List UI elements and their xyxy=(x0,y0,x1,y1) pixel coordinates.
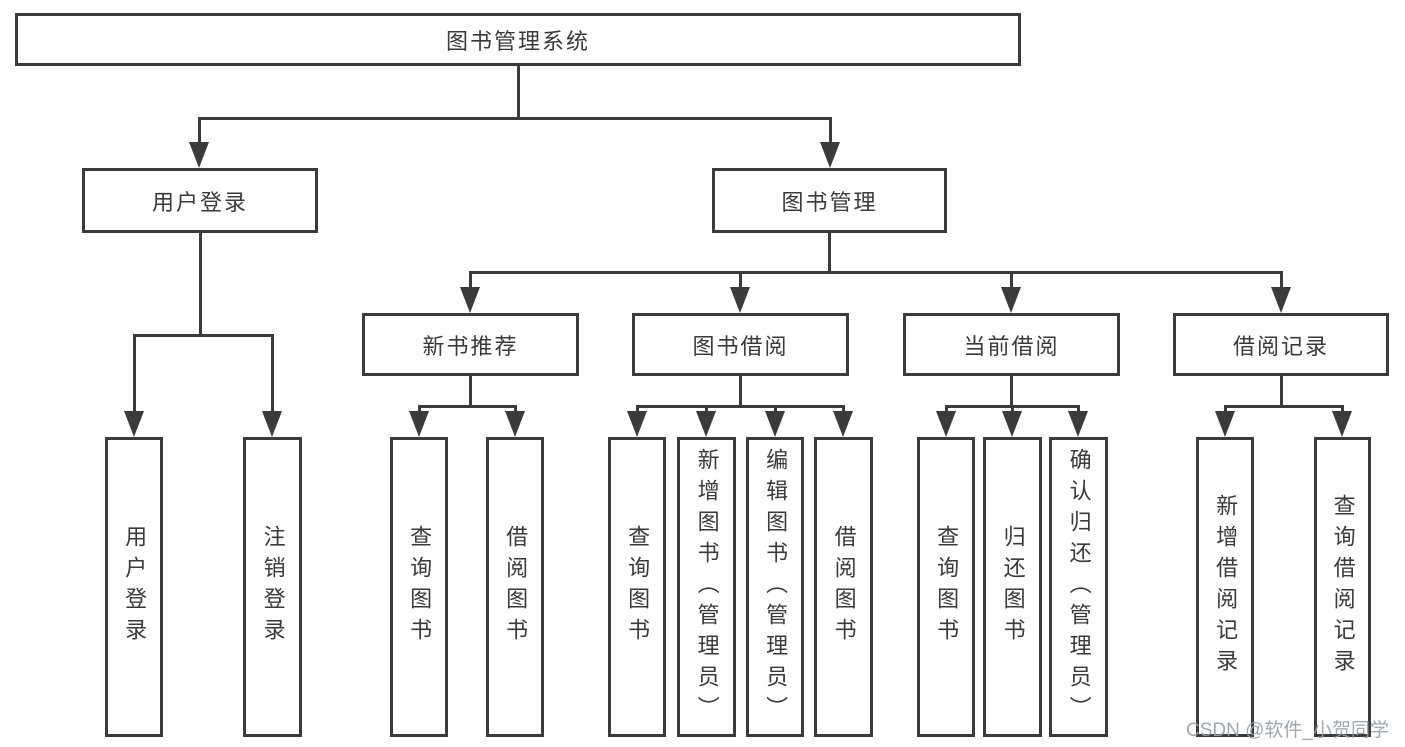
connector-line xyxy=(1280,374,1283,408)
node-label: 当前借阅 xyxy=(963,333,1060,359)
connector-line xyxy=(198,117,832,120)
connector-line xyxy=(774,405,777,413)
leaf-user-login: 用户登录 xyxy=(105,437,163,737)
node-label: 用户登录 xyxy=(151,189,248,215)
connector-line xyxy=(198,117,201,144)
arrow-down-icon xyxy=(1068,411,1088,437)
connector-line xyxy=(1341,405,1344,413)
leaf-return-books: 归还图书 xyxy=(983,437,1042,737)
arrow-down-icon xyxy=(936,411,956,437)
leaf-logout: 注销登录 xyxy=(243,437,302,737)
connector-line xyxy=(828,231,831,273)
node-label: 借阅记录 xyxy=(1232,333,1329,359)
connector-line xyxy=(133,334,274,337)
connector-line xyxy=(636,405,639,413)
connector-line xyxy=(1077,405,1080,413)
leaf-label: 借阅图书 xyxy=(831,525,857,649)
leaf-query-books-current: 查询图书 xyxy=(917,437,975,737)
leaf-label: 查询图书 xyxy=(407,525,433,649)
leaf-label: 新增图书（管理员） xyxy=(694,447,720,727)
node-label: 图书借阅 xyxy=(692,333,789,359)
arrow-down-icon xyxy=(696,411,716,437)
connector-line xyxy=(829,117,832,144)
arrow-down-icon xyxy=(1332,411,1352,437)
connector-line xyxy=(469,374,472,408)
connector-line xyxy=(1280,271,1283,288)
leaf-borrow-books-recommend: 借阅图书 xyxy=(486,437,544,737)
node-book-management: 图书管理 xyxy=(712,168,947,233)
leaf-label: 查询图书 xyxy=(625,525,651,649)
leaf-add-borrow-record: 新增借阅记录 xyxy=(1196,437,1254,737)
connector-line xyxy=(514,405,517,413)
watermark: CSDN @软件_小贺同学 xyxy=(1186,720,1389,741)
leaf-label: 注销登录 xyxy=(260,525,286,649)
arrow-down-icon xyxy=(124,411,144,437)
node-current-borrowing: 当前借阅 xyxy=(903,313,1120,376)
leaf-borrow-books-borrowing: 借阅图书 xyxy=(814,437,873,737)
connector-line xyxy=(739,374,742,408)
connector-line xyxy=(1224,405,1343,408)
leaf-label: 编辑图书（管理员） xyxy=(763,447,789,727)
connector-line xyxy=(636,405,844,408)
connector-line xyxy=(418,405,421,413)
connector-line xyxy=(469,271,472,288)
connector-line xyxy=(705,405,708,413)
leaf-label: 新增借阅记录 xyxy=(1213,494,1239,680)
node-label: 新书推荐 xyxy=(422,333,519,359)
arrow-down-icon xyxy=(189,142,209,168)
leaf-edit-books-admin: 编辑图书（管理员） xyxy=(746,437,804,737)
arrow-down-icon xyxy=(409,411,429,437)
connector-line xyxy=(1010,374,1013,408)
leaf-label: 确认归还（管理员） xyxy=(1066,447,1092,727)
arrow-down-icon xyxy=(1001,287,1021,313)
node-root: 图书管理系统 xyxy=(15,13,1021,66)
leaf-add-books-admin: 新增图书（管理员） xyxy=(677,437,736,737)
leaf-label: 借阅图书 xyxy=(503,525,529,649)
leaf-confirm-return-admin: 确认归还（管理员） xyxy=(1049,437,1108,737)
leaf-label: 查询借阅记录 xyxy=(1330,494,1356,680)
arrow-down-icon xyxy=(1002,411,1022,437)
node-user-login: 用户登录 xyxy=(82,168,318,233)
arrow-down-icon xyxy=(460,287,480,313)
arrow-down-icon xyxy=(627,411,647,437)
connector-line xyxy=(1010,271,1013,288)
connector-line xyxy=(199,231,202,337)
leaf-query-books-recommend: 查询图书 xyxy=(390,437,448,737)
connector-line xyxy=(517,64,520,119)
node-label: 图书管理系统 xyxy=(445,28,590,54)
connector-line xyxy=(1011,405,1014,413)
node-book-borrowing: 图书借阅 xyxy=(632,313,849,376)
connector-line xyxy=(739,271,742,288)
arrow-down-icon xyxy=(820,142,840,168)
connector-line xyxy=(945,405,948,413)
node-new-book-recommend: 新书推荐 xyxy=(362,313,579,376)
arrow-down-icon xyxy=(1271,287,1291,313)
leaf-label: 查询图书 xyxy=(934,525,960,649)
arrow-down-icon xyxy=(505,411,525,437)
leaf-label: 归还图书 xyxy=(1000,525,1026,649)
connector-line xyxy=(469,271,1282,274)
leaf-query-books-borrowing: 查询图书 xyxy=(608,437,666,737)
arrow-down-icon xyxy=(262,411,282,437)
node-label: 图书管理 xyxy=(781,189,878,215)
connector-line xyxy=(842,405,845,413)
arrow-down-icon xyxy=(765,411,785,437)
connector-line xyxy=(418,405,516,408)
arrow-down-icon xyxy=(730,287,750,313)
arrow-down-icon xyxy=(1215,411,1235,437)
connector-line xyxy=(1224,405,1227,413)
leaf-label: 用户登录 xyxy=(122,525,148,649)
node-borrowing-records: 借阅记录 xyxy=(1173,313,1389,376)
connector-line xyxy=(133,334,136,412)
connector-line xyxy=(271,334,274,412)
leaf-query-borrow-record: 查询借阅记录 xyxy=(1314,437,1371,737)
arrow-down-icon xyxy=(833,411,853,437)
